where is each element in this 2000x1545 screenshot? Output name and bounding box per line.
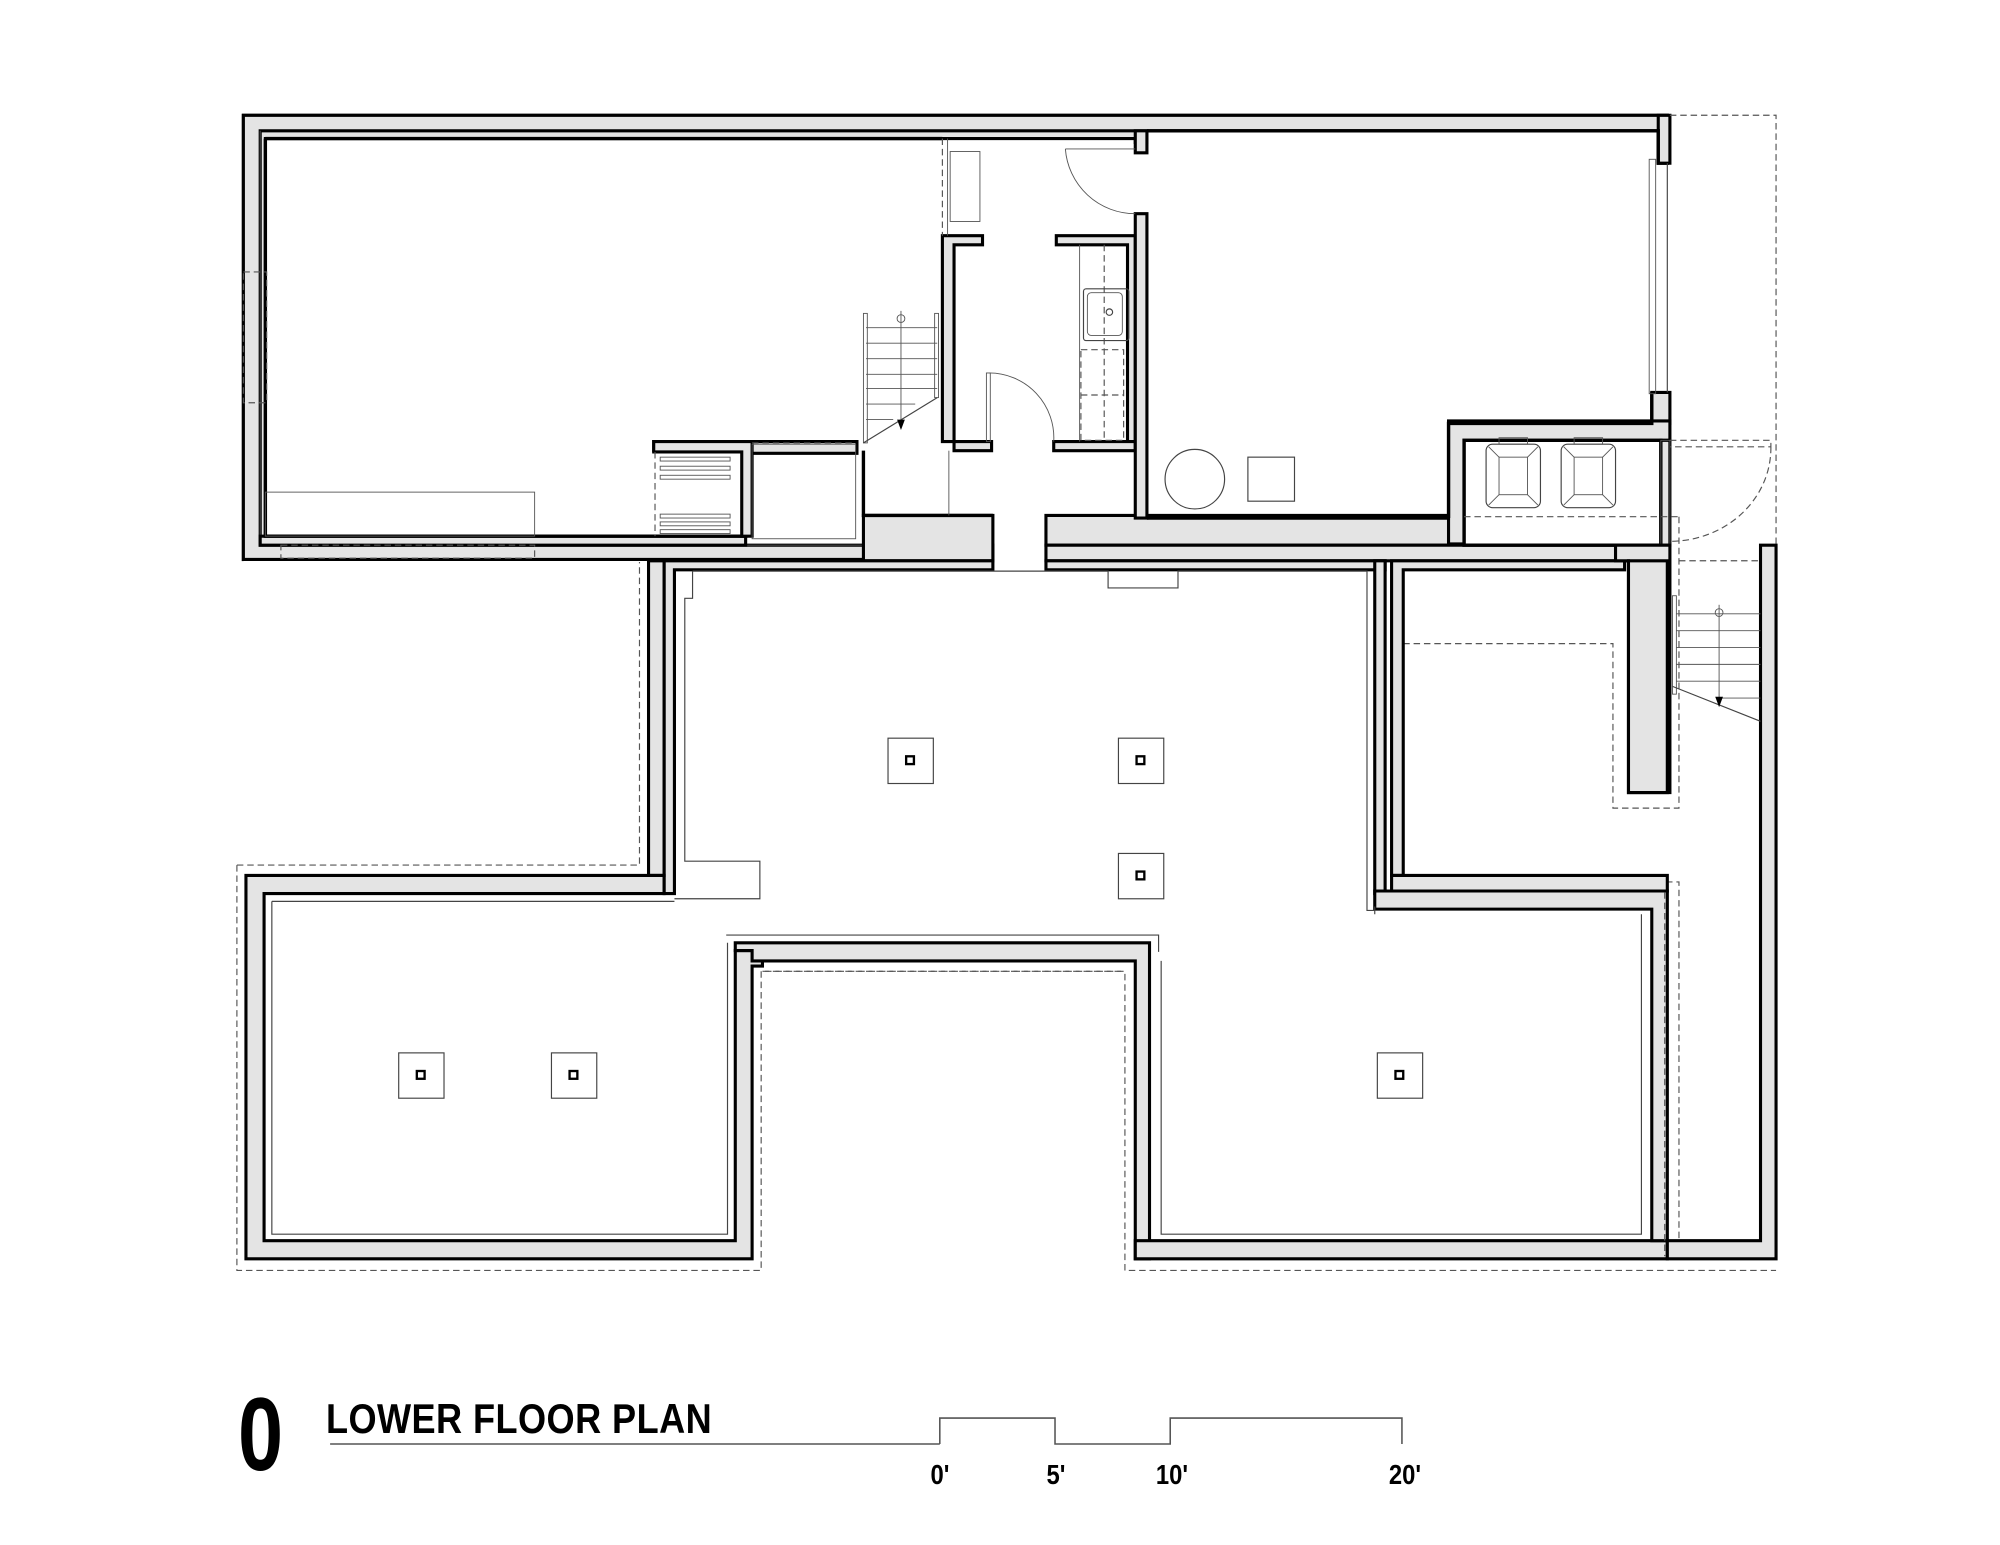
mechanical-equipment bbox=[1164, 448, 1296, 510]
column-icon bbox=[550, 1052, 598, 1099]
sink-icon bbox=[1082, 288, 1130, 342]
upper-details bbox=[242, 114, 1777, 559]
columns bbox=[398, 737, 1424, 1099]
interior-stair-icon bbox=[862, 310, 939, 444]
lower-details bbox=[236, 562, 1777, 1272]
column-icon bbox=[1376, 1052, 1424, 1099]
door-swings bbox=[985, 148, 1136, 443]
column-icon bbox=[398, 1052, 445, 1099]
closet-shelves-icon bbox=[654, 451, 731, 537]
furnace-icon bbox=[1247, 456, 1296, 502]
dryer-icon bbox=[1560, 437, 1617, 509]
laundry-appliances bbox=[1464, 437, 1679, 546]
column-icon bbox=[887, 737, 934, 785]
interior-walls bbox=[263, 129, 1663, 547]
water-heater-icon bbox=[1164, 448, 1226, 510]
lower-wing-walls bbox=[244, 543, 1778, 1261]
bathroom-fixtures bbox=[1079, 244, 1130, 442]
drawing-number: 0 bbox=[238, 1377, 284, 1493]
scale-bar bbox=[939, 1417, 1403, 1445]
scale-label-5: 5' bbox=[1046, 1459, 1066, 1490]
drawing-title: LOWER FLOOR PLAN bbox=[326, 1395, 713, 1442]
column-icon bbox=[1117, 852, 1165, 900]
upper-wing-walls bbox=[241, 113, 1672, 563]
exterior-door bbox=[1402, 439, 1777, 1257]
scale-label-0: 0' bbox=[930, 1459, 950, 1490]
scale-label-10: 10' bbox=[1155, 1459, 1189, 1490]
washer-icon bbox=[1485, 437, 1542, 509]
scale-label-20: 20' bbox=[1388, 1459, 1422, 1490]
exterior-stair-icon bbox=[1672, 595, 1761, 722]
column-icon bbox=[1117, 737, 1165, 785]
